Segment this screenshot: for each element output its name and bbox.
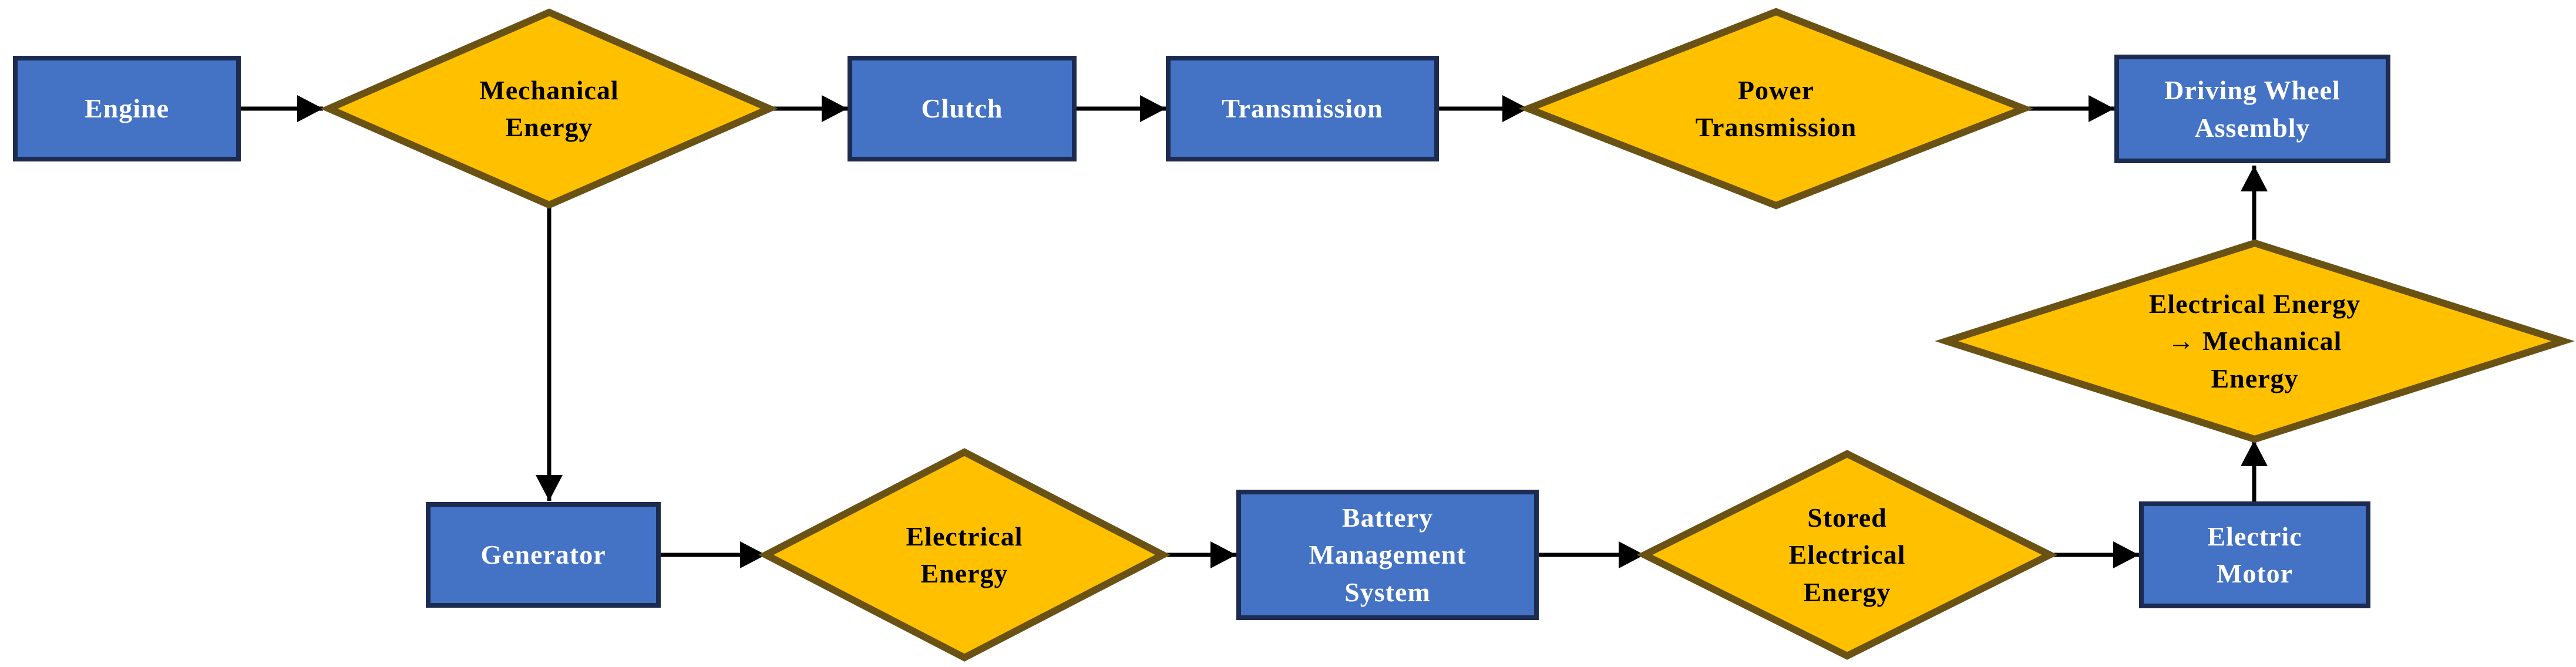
- diamond-shape-icon: [1935, 239, 2575, 443]
- node-generator: Generator: [426, 502, 661, 608]
- node-electrical-energy: Electrical Energy: [758, 448, 1171, 662]
- node-electrical-to-mechanical-energy: Electrical Energy → Mechanical Energy: [1935, 239, 2575, 443]
- node-clutch-label: Clutch: [921, 93, 1003, 124]
- node-generator-label: Generator: [480, 540, 606, 570]
- node-mechanical-energy-label: Mechanical Energy: [479, 75, 619, 142]
- diamond-shape-icon: [1636, 450, 2058, 660]
- diamond-shape-icon: [320, 8, 778, 209]
- node-electric-motor-label: Electric Motor: [2207, 521, 2302, 588]
- node-stored-electrical-energy-label: Stored Electrical Energy: [1788, 502, 1906, 607]
- node-driving-wheel-assembly-label: Driving Wheel Assembly: [2164, 75, 2340, 143]
- node-battery-management-system: Battery Management System: [1236, 490, 1539, 620]
- node-electrical-to-mechanical-energy-label: Electrical Energy → Mechanical Energy: [2148, 288, 2361, 393]
- diamond-shape-icon: [1518, 8, 2034, 210]
- node-battery-management-system-label: Battery Management System: [1309, 502, 1467, 607]
- node-electric-motor: Electric Motor: [2139, 501, 2370, 608]
- node-clutch: Clutch: [848, 56, 1077, 161]
- node-power-transmission: Power Transmission: [1518, 8, 2034, 210]
- diamond-shape-icon: [758, 448, 1171, 662]
- node-mechanical-energy: Mechanical Energy: [320, 8, 778, 209]
- node-driving-wheel-assembly: Driving Wheel Assembly: [2114, 55, 2390, 163]
- node-electrical-energy-label: Electrical Energy: [906, 521, 1023, 588]
- node-power-transmission-label: Power Transmission: [1695, 75, 1857, 142]
- node-transmission: Transmission: [1166, 56, 1439, 161]
- node-engine: Engine: [13, 56, 241, 161]
- node-stored-electrical-energy: Stored Electrical Energy: [1636, 450, 2058, 660]
- node-engine-label: Engine: [84, 93, 170, 124]
- node-transmission-label: Transmission: [1222, 93, 1383, 124]
